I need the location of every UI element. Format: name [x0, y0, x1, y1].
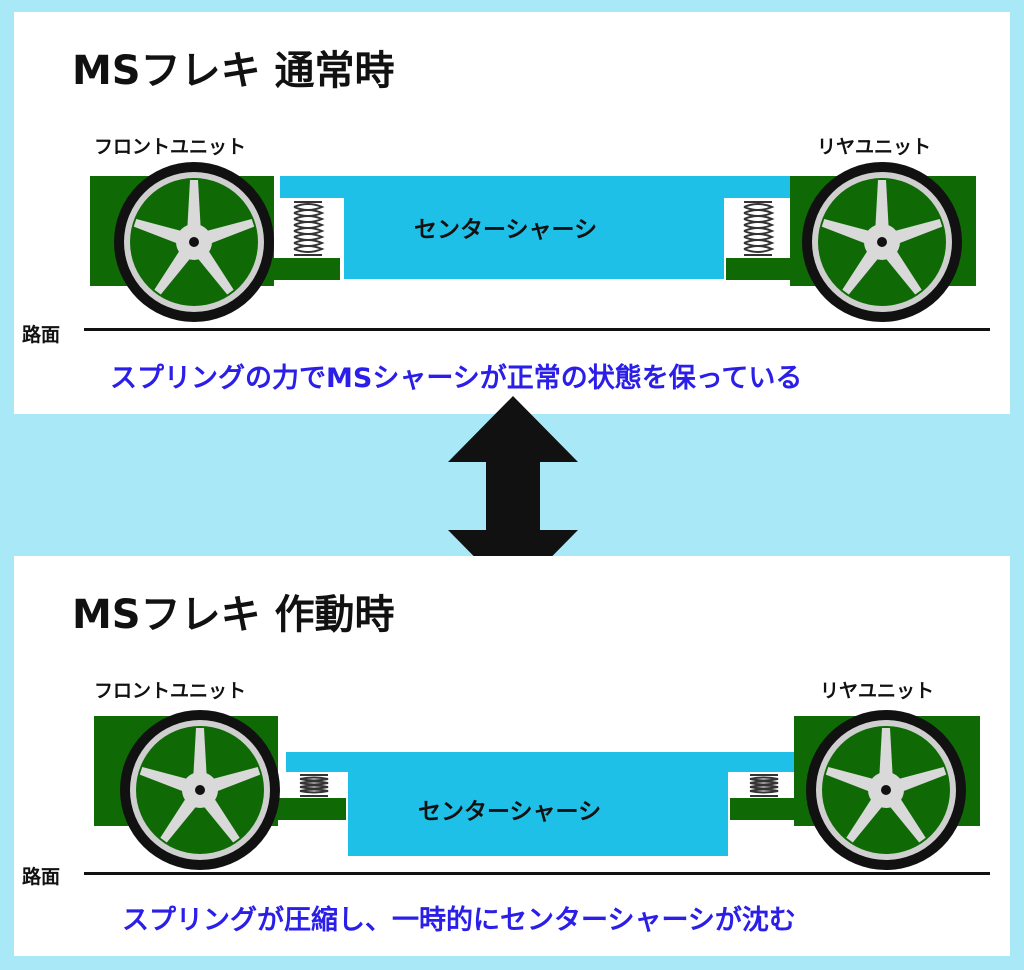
normal-road-label: 路面: [22, 324, 61, 346]
active-center-chassis: [348, 752, 728, 856]
active-front-wheel-icon: [120, 710, 280, 870]
active-front-unit-label: フロントユニット: [94, 680, 247, 702]
normal-chassis-label: センターシャーシ: [414, 217, 598, 243]
normal-front-unit-arm: [274, 258, 340, 280]
normal-front-wheel-icon: [114, 162, 274, 322]
normal-title: MSフレキ 通常時: [72, 48, 395, 94]
normal-rear-unit-arm: [726, 258, 792, 280]
normal-front-unit-label: フロントユニット: [94, 136, 247, 158]
active-rear-unit-label: リヤユニット: [820, 680, 935, 702]
normal-rear-wheel-icon: [802, 162, 962, 322]
active-caption: スプリングが圧縮し、一時的にセンターシャーシが沈む: [122, 905, 796, 936]
active-front-unit-arm: [278, 798, 346, 820]
normal-road-line: [84, 328, 990, 331]
active-title: MSフレキ 作動時: [72, 592, 395, 638]
active-state-panel: MSフレキ 作動時 フロントユニット リヤユニット センターシャーシ: [14, 556, 1010, 956]
double-vertical-arrow-icon: [448, 396, 578, 596]
active-road-line: [84, 872, 990, 875]
normal-rear-unit-label: リヤユニット: [817, 136, 932, 158]
active-road-label: 路面: [22, 866, 61, 888]
normal-caption: スプリングの力でMSシャーシが正常の状態を保っている: [110, 363, 803, 394]
normal-rear-spring-icon: [743, 201, 775, 256]
active-front-spring-icon: [299, 774, 329, 797]
active-rear-spring-icon: [749, 774, 779, 797]
normal-front-spring-icon: [293, 201, 325, 256]
normal-center-chassis: [344, 176, 724, 279]
active-rear-unit-arm: [730, 798, 796, 820]
normal-state-panel: MSフレキ 通常時 フロントユニット リヤユニット センターシャーシ: [14, 12, 1010, 414]
active-rear-wheel-icon: [806, 710, 966, 870]
active-chassis-label: センターシャーシ: [418, 799, 602, 825]
